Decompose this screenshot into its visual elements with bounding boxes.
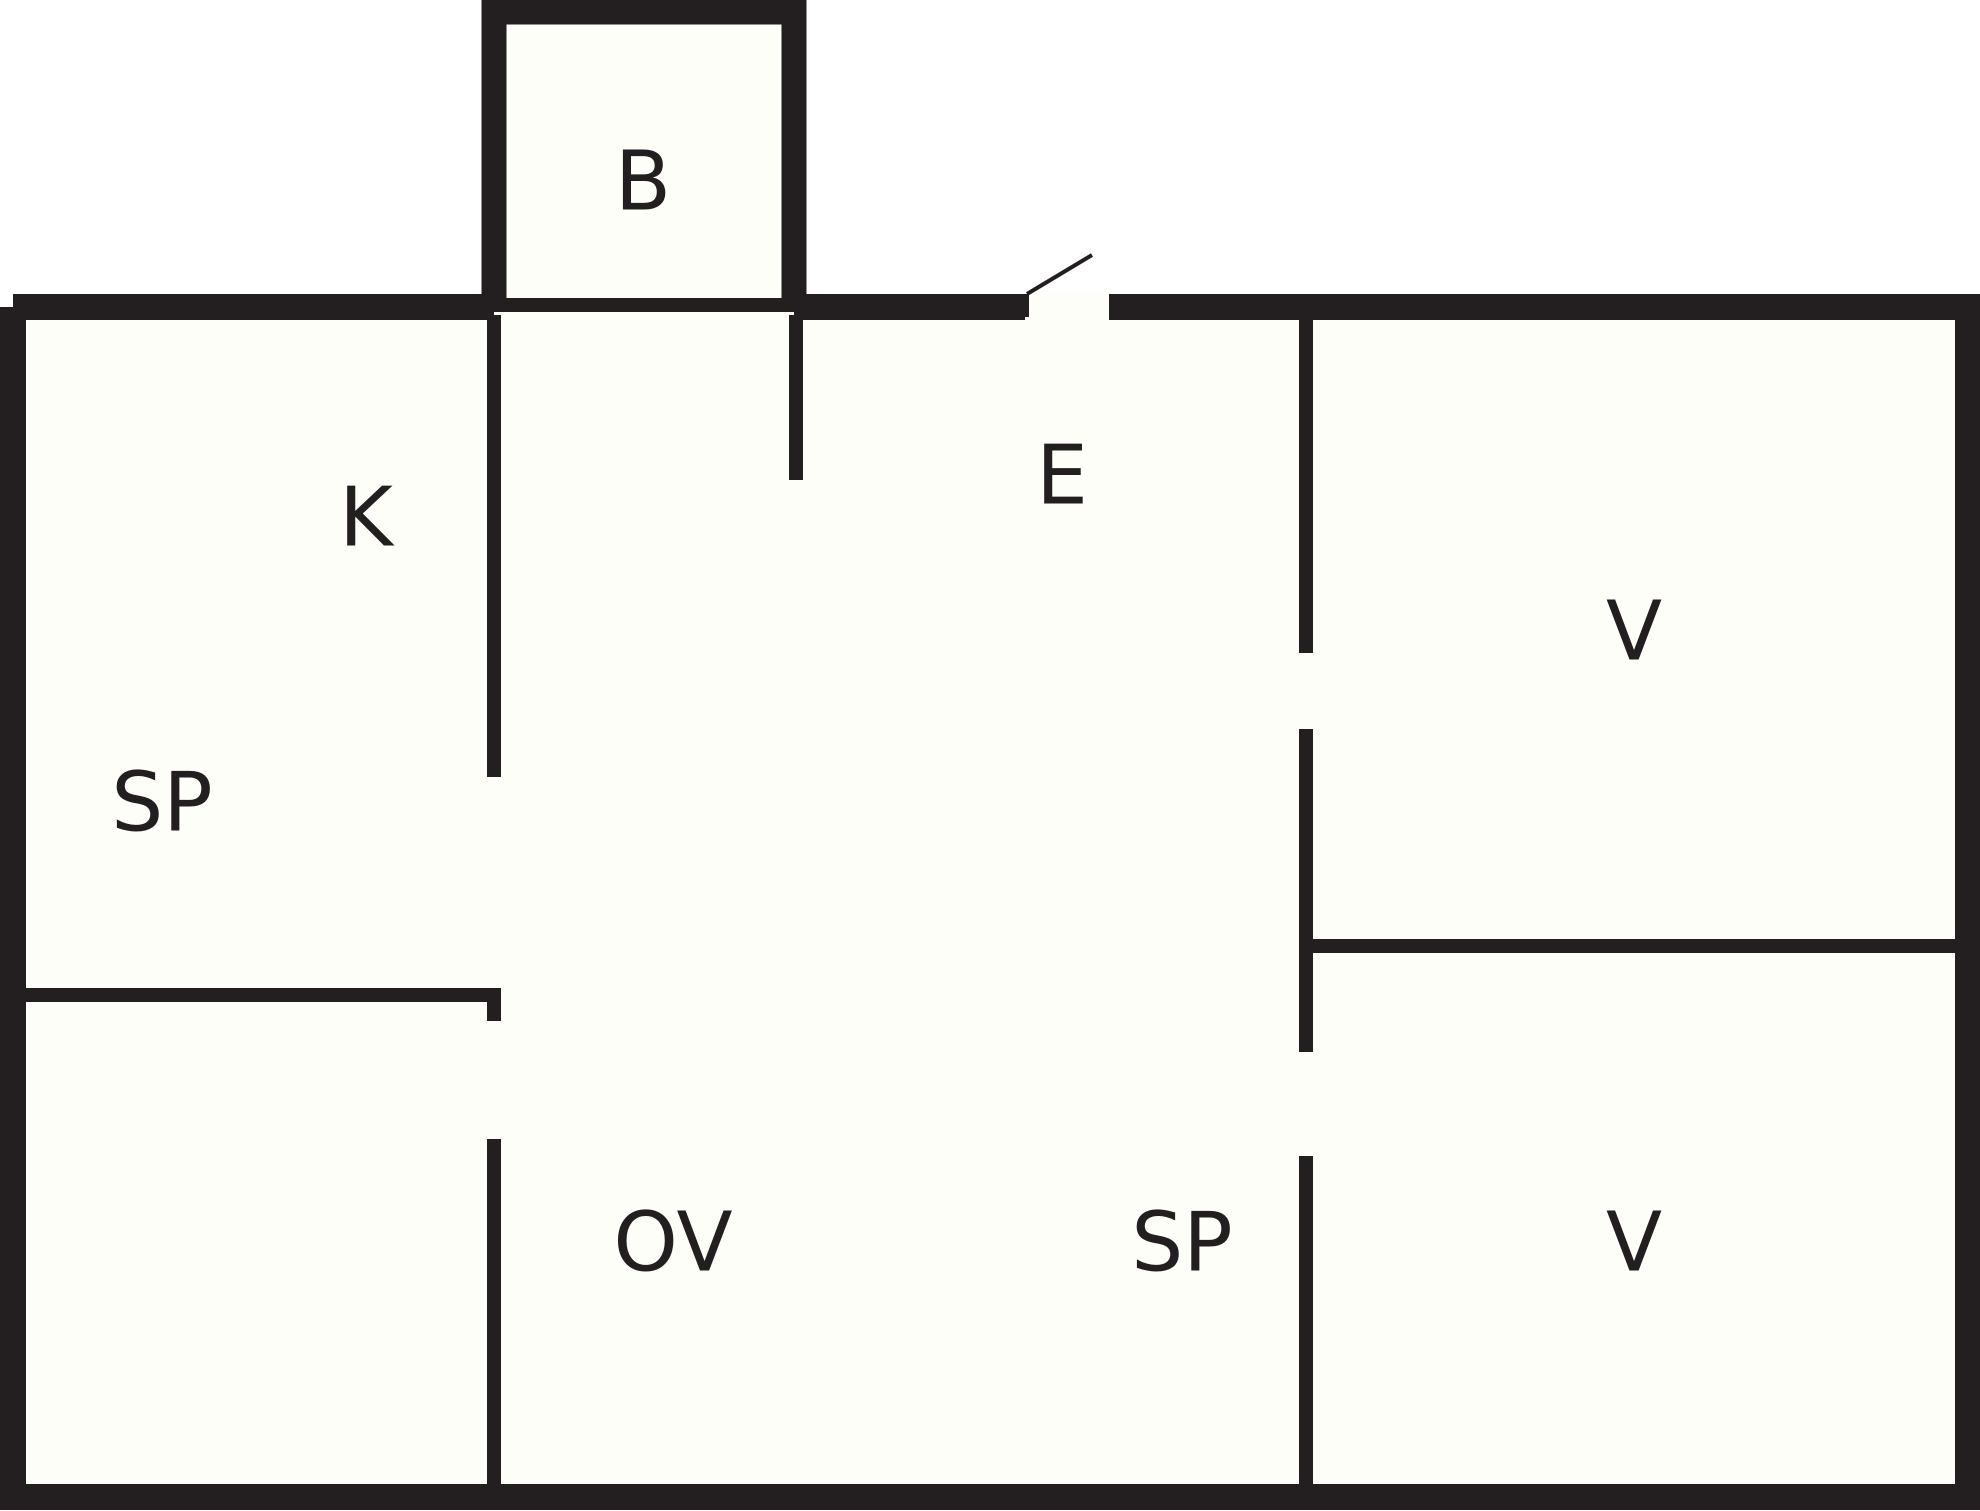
left-wing-divider-wall (20, 988, 501, 1021)
room-label-kitchen: K (339, 471, 395, 566)
main-floor (13, 307, 1968, 1497)
room-label-bedroom-bottom: V (1606, 1196, 1662, 1291)
balcony-wall (481, 0, 807, 307)
balcony-floor (494, 12, 794, 308)
room-label-bedroom-top: V (1606, 585, 1662, 680)
door-opening (1025, 291, 1109, 317)
room-label-wardrobe-left: SP (111, 756, 213, 851)
exterior-wall (0, 294, 1980, 1510)
room-label-balcony: B (615, 135, 671, 230)
room-label-entrance: E (1036, 429, 1088, 524)
room-label-wardrobe-center: SP (1131, 1196, 1233, 1291)
door-leaf (1025, 253, 1094, 296)
entrance-door (1025, 253, 1109, 317)
room-label-living-room: OV (613, 1196, 732, 1291)
